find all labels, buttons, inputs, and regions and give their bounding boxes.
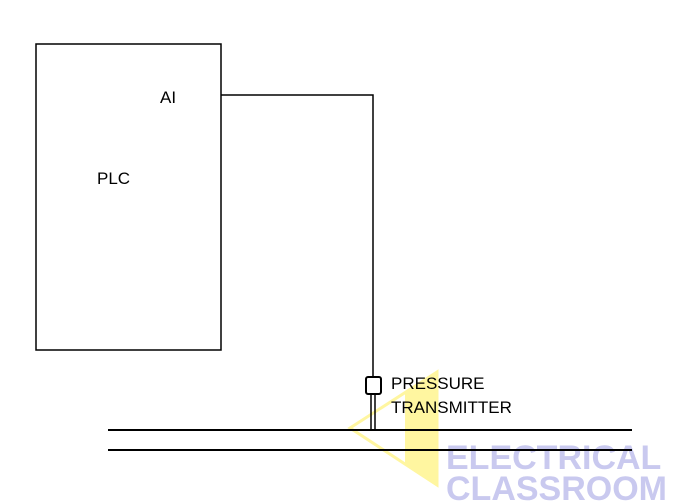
plc-box [35,43,222,351]
analog-input-label: AI [160,88,176,107]
watermark-line2: CLASSROOM [446,470,667,503]
transmitter-label-line2: TRANSMITTER [391,398,512,417]
plc-label: PLC [97,169,130,188]
transmitter-label-line1: PRESSURE [391,374,485,393]
signal-wire [221,94,374,377]
watermark-logo [347,369,439,488]
pressure-transmitter-symbol [365,376,382,395]
watermark-line1: ELECTRICAL [446,439,661,477]
